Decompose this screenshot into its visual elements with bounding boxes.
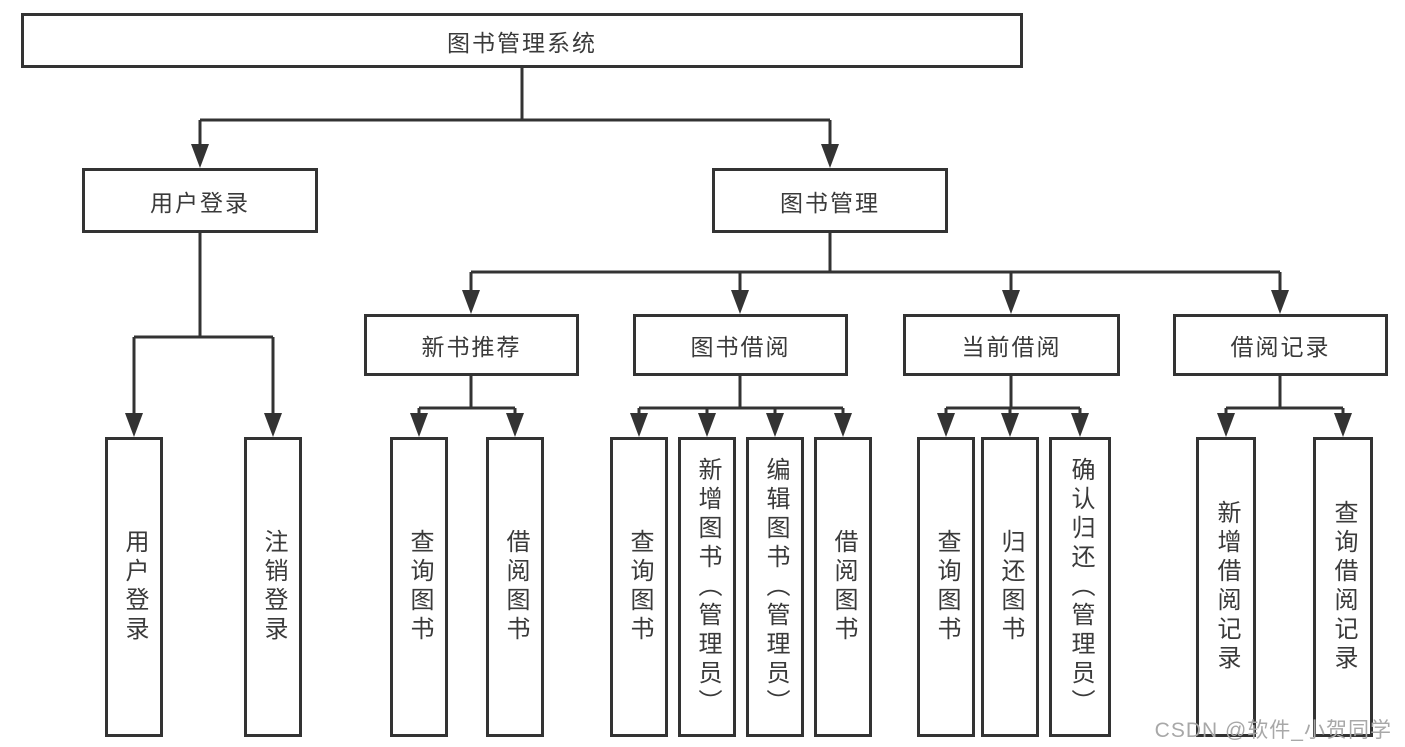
- leaf-label: 借阅图书: [502, 529, 529, 645]
- node-label: 图书管理系统: [447, 29, 597, 56]
- node-label: 借阅记录: [1230, 334, 1331, 360]
- leaf-label: 用户登录: [121, 529, 148, 645]
- csdn-watermark: CSDN @软件_小贺同学: [1154, 719, 1392, 742]
- leaf-label: 编辑图书（管理员）: [762, 456, 789, 718]
- leaf-label: 查询图书: [406, 529, 433, 645]
- leaf-label: 新增图书（管理员）: [694, 456, 721, 718]
- node-label: 用户登录: [150, 189, 250, 216]
- node-book-management: 图书管理: [712, 168, 948, 233]
- leaf-label: 借阅图书: [830, 529, 857, 645]
- leaf-label: 新增借阅记录: [1213, 500, 1240, 674]
- node-label: 新书推荐: [421, 334, 522, 360]
- node-library-system: 图书管理系统: [21, 13, 1023, 68]
- leaf-borrow-add-admin: 新增图书（管理员）: [678, 437, 736, 737]
- node-user-login: 用户登录: [82, 168, 318, 233]
- leaf-label: 注销登录: [260, 529, 287, 645]
- leaf-label: 查询图书: [933, 529, 960, 645]
- leaf-label: 归还图书: [997, 529, 1024, 645]
- leaf-current-confirm-return-admin: 确认归还（管理员）: [1049, 437, 1111, 737]
- node-label: 图书借阅: [690, 334, 791, 360]
- node-current-borrowing: 当前借阅: [903, 314, 1120, 376]
- leaf-current-query: 查询图书: [917, 437, 975, 737]
- leaf-logout: 注销登录: [244, 437, 302, 737]
- leaf-current-return: 归还图书: [981, 437, 1039, 737]
- node-new-book-recommend: 新书推荐: [364, 314, 579, 376]
- leaf-label: 确认归还（管理员）: [1067, 456, 1094, 718]
- leaf-label: 查询图书: [626, 529, 653, 645]
- leaf-records-query: 查询借阅记录: [1313, 437, 1373, 737]
- node-label: 当前借阅: [961, 334, 1062, 360]
- leaf-borrow-query: 查询图书: [610, 437, 668, 737]
- leaf-user-login: 用户登录: [105, 437, 163, 737]
- node-book-borrowing: 图书借阅: [633, 314, 848, 376]
- leaf-newbooks-query: 查询图书: [390, 437, 448, 737]
- node-label: 图书管理: [780, 189, 880, 216]
- leaf-borrow-borrow: 借阅图书: [814, 437, 872, 737]
- leaf-label: 查询借阅记录: [1330, 500, 1357, 674]
- leaf-borrow-edit-admin: 编辑图书（管理员）: [746, 437, 804, 737]
- node-borrowing-records: 借阅记录: [1173, 314, 1388, 376]
- leaf-records-add: 新增借阅记录: [1196, 437, 1256, 737]
- leaf-newbooks-borrow: 借阅图书: [486, 437, 544, 737]
